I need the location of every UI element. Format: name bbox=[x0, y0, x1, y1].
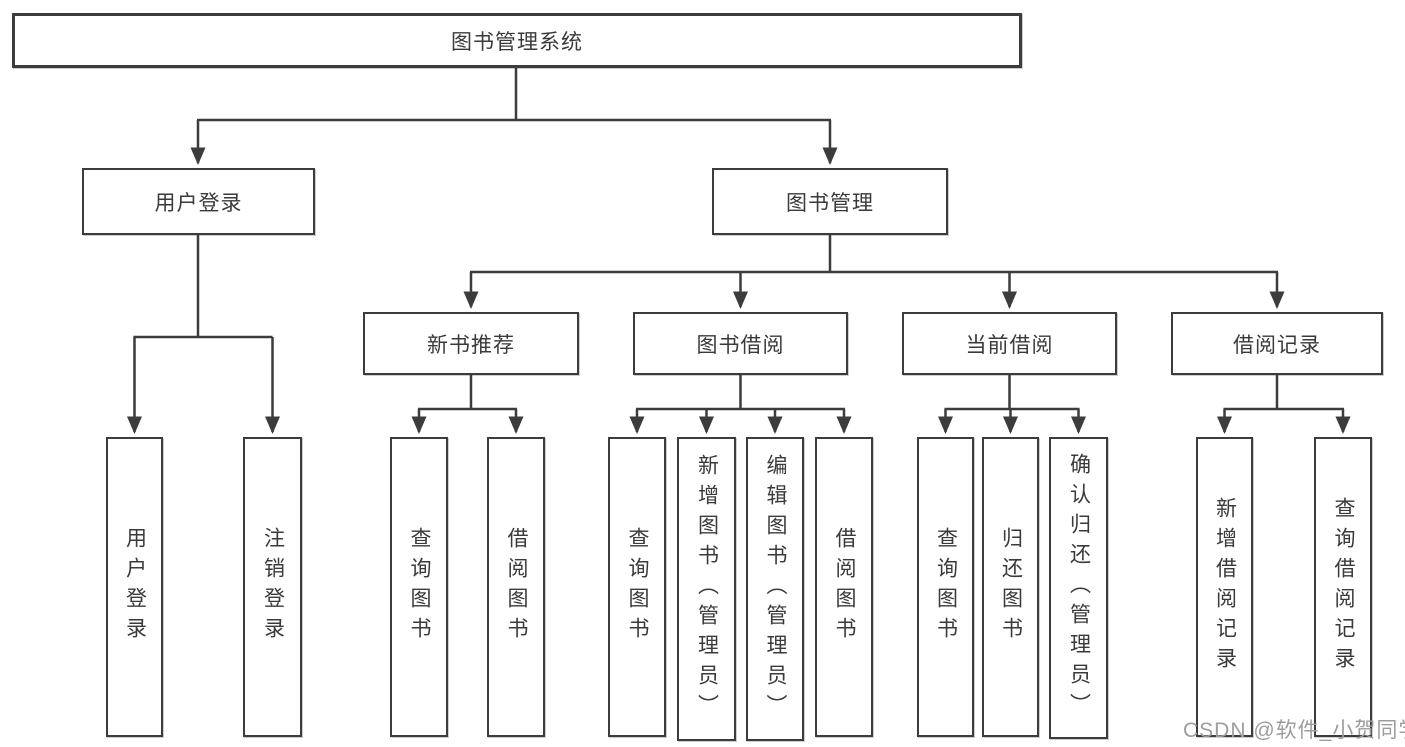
node-book-management: 图书管理 bbox=[712, 168, 948, 235]
leaf-label: 新增借阅记录 bbox=[1213, 497, 1237, 677]
node-label: 新书推荐 bbox=[427, 333, 515, 357]
node-library-management-system: 图书管理系统 bbox=[12, 13, 1022, 68]
leaf-label: 查询图书 bbox=[408, 527, 431, 647]
leaf-label: 借阅图书 bbox=[833, 527, 856, 647]
leaf-return-books: 归还图书 bbox=[982, 437, 1039, 737]
leaf-confirm-return-admin: 确认归还（管理员） bbox=[1049, 437, 1108, 739]
node-label: 图书管理 bbox=[786, 191, 874, 215]
leaf-logout: 注销登录 bbox=[243, 437, 302, 737]
leaf-label: 编辑图书（管理员） bbox=[764, 454, 787, 724]
node-label: 图书管理系统 bbox=[451, 30, 583, 54]
leaf-label: 查询图书 bbox=[934, 527, 958, 647]
node-label: 图书借阅 bbox=[696, 333, 785, 357]
leaf-label: 确认归还（管理员） bbox=[1067, 453, 1091, 723]
watermark-text: CSDN @软件_小贺同学 bbox=[1183, 719, 1405, 742]
node-book-borrow: 图书借阅 bbox=[633, 312, 848, 375]
leaf-edit-books-admin: 编辑图书（管理员） bbox=[746, 437, 804, 741]
node-current-borrow: 当前借阅 bbox=[902, 312, 1117, 375]
leaf-query-books-2: 查询图书 bbox=[608, 437, 666, 737]
leaf-label: 借阅图书 bbox=[505, 527, 528, 647]
node-label: 借阅记录 bbox=[1233, 333, 1321, 357]
leaf-query-books-1: 查询图书 bbox=[390, 437, 448, 737]
leaf-query-books-3: 查询图书 bbox=[917, 437, 974, 737]
leaf-borrow-books-1: 借阅图书 bbox=[487, 437, 545, 737]
leaf-label: 新增图书（管理员） bbox=[695, 454, 719, 724]
leaf-query-borrow-record: 查询借阅记录 bbox=[1314, 437, 1372, 737]
node-label: 用户登录 bbox=[154, 191, 243, 215]
leaf-label: 用户登录 bbox=[123, 527, 147, 647]
leaf-add-books-admin: 新增图书（管理员） bbox=[677, 437, 736, 741]
leaf-label: 注销登录 bbox=[261, 527, 285, 647]
node-user-login: 用户登录 bbox=[82, 168, 315, 235]
node-label: 当前借阅 bbox=[965, 333, 1054, 357]
leaf-label: 查询图书 bbox=[626, 527, 649, 647]
leaf-add-borrow-record: 新增借阅记录 bbox=[1196, 437, 1253, 737]
node-new-book-recommend: 新书推荐 bbox=[363, 312, 579, 375]
leaf-label: 归还图书 bbox=[999, 527, 1023, 647]
leaf-user-login: 用户登录 bbox=[106, 437, 163, 737]
node-borrow-records: 借阅记录 bbox=[1171, 312, 1383, 375]
leaf-label: 查询借阅记录 bbox=[1332, 497, 1355, 677]
leaf-borrow-books-2: 借阅图书 bbox=[815, 437, 873, 737]
